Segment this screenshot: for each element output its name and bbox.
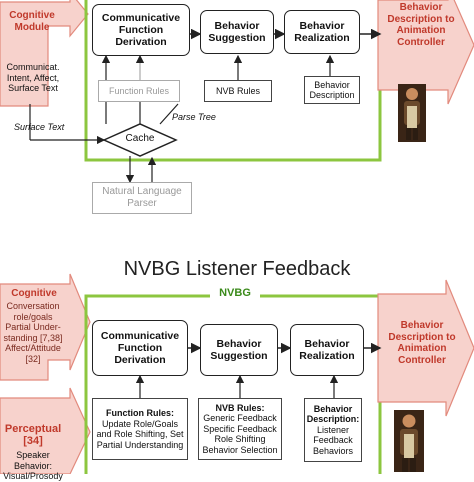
character-image-top — [398, 84, 426, 142]
top-derivation-box: Communicative Function Derivation — [92, 4, 190, 56]
bottom-behavior-description: Behavior Description: Listener Feedback … — [304, 398, 362, 462]
cache-diamond — [102, 123, 178, 157]
bottom-output-label: Behavior Description to Animation Contro… — [388, 320, 456, 366]
top-behavior-description: Behavior Description — [304, 76, 360, 104]
cognitive-module-arrow — [0, 0, 89, 107]
output-arrow-bottom — [377, 279, 474, 417]
function-rules-heading: Function Rules: — [106, 408, 174, 418]
cognitive-inputs: Conversation role/goals Partial Under-st… — [3, 301, 63, 364]
nvb-rules-body: Generic Feedback Specific Feedback Role … — [202, 413, 278, 455]
perceptual-inputs: Speaker Behavior: Visual/Prosody — [3, 450, 63, 481]
surface-text-label: Surface Text — [14, 122, 65, 132]
parse-tree-label: Parse Tree — [172, 112, 216, 122]
function-rules-body: Update Role/Goals and Role Shifting, Set… — [96, 418, 184, 450]
output-arrow-top — [377, 0, 474, 105]
cache-label: Cache — [125, 133, 155, 144]
cognitive-module-inputs: Communicat. Intent, Affect, Surface Text — [6, 62, 60, 93]
cognitive-title: Cognitive — [11, 288, 57, 299]
behavior-description-heading: Behavior Description: — [306, 403, 360, 425]
nvb-rules-heading: NVB Rules: — [215, 402, 265, 413]
top-output-label: Behavior Description to Animation Contro… — [387, 2, 455, 48]
bottom-nvb-rules: NVB Rules: Generic Feedback Specific Fee… — [198, 398, 282, 460]
bottom-derivation-box: Communicative Function Derivation — [92, 320, 188, 376]
nvbg-label: NVBG — [210, 288, 260, 299]
cognitive-arrow — [0, 273, 91, 381]
character-image-bottom — [394, 410, 424, 472]
section-title: NVBG Listener Feedback — [123, 258, 351, 280]
bottom-function-rules: Function Rules: Update Role/Goals and Ro… — [92, 398, 188, 460]
perceptual-arrow — [0, 387, 91, 474]
cognitive-module-title: Cognitive Module — [9, 10, 55, 33]
bottom-suggestion-box: Behavior Suggestion — [200, 324, 278, 376]
top-function-rules: Function Rules — [98, 80, 180, 102]
top-suggestion-box: Behavior Suggestion — [200, 10, 274, 54]
behavior-description-body: Listener Feedback Behaviors — [312, 424, 354, 456]
perceptual-title: Perceptual [34] — [4, 423, 62, 447]
bottom-realization-box: Behavior Realization — [290, 324, 364, 376]
top-nvb-rules: NVB Rules — [204, 80, 272, 102]
natural-language-parser: Natural Language Parser — [92, 182, 192, 214]
top-realization-box: Behavior Realization — [284, 10, 360, 54]
